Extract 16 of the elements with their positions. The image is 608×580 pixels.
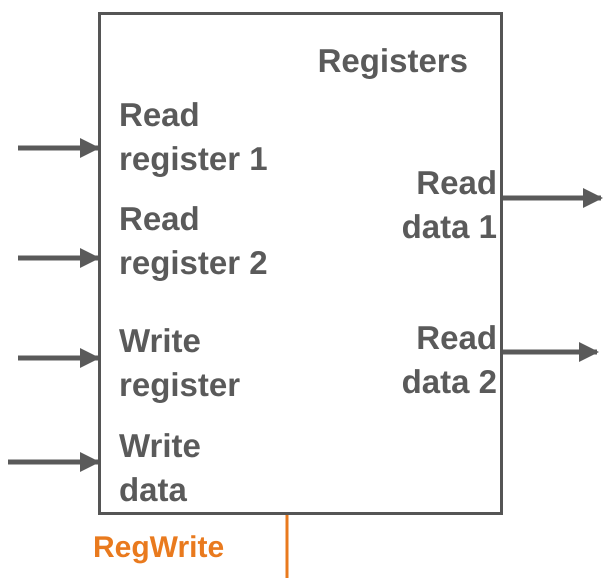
control-signal-label: RegWrite xyxy=(93,526,283,572)
connector-line xyxy=(286,515,288,578)
port-label: Write data xyxy=(101,424,261,516)
arrow xyxy=(18,248,100,268)
arrow xyxy=(18,138,100,158)
port-label: Read register 1 xyxy=(101,93,321,185)
block-title: Registers xyxy=(318,41,468,81)
register-file-box xyxy=(98,12,503,515)
arrow xyxy=(500,342,599,362)
arrow xyxy=(500,188,603,208)
port-label: Read data 2 xyxy=(349,316,497,408)
port-label: Read data 1 xyxy=(349,161,497,253)
port-label: Write register xyxy=(101,319,301,411)
port-label: Read register 2 xyxy=(101,197,321,289)
arrow xyxy=(8,452,100,472)
arrow xyxy=(18,348,100,368)
